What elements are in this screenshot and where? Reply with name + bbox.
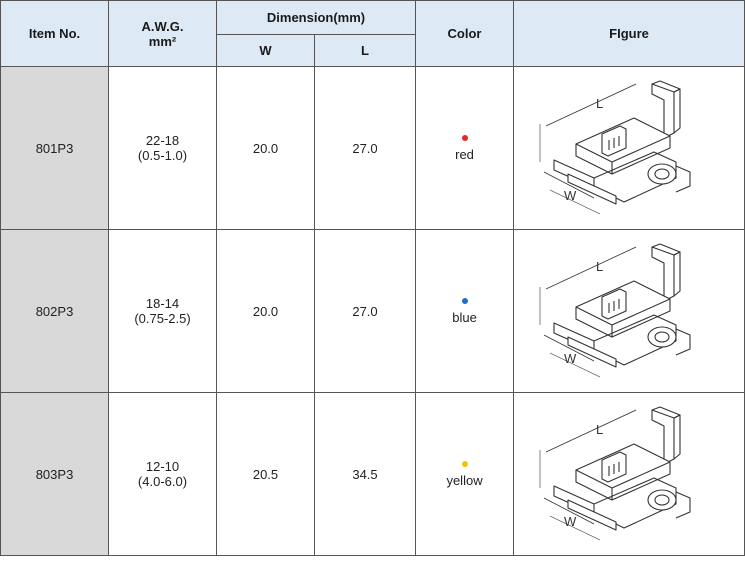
color-dot xyxy=(461,460,468,467)
connector-figure: L W xyxy=(539,243,691,378)
length-label: L xyxy=(596,422,603,437)
header-dimension: Dimension(mm) xyxy=(215,0,417,35)
length-label: L xyxy=(596,259,603,274)
table-row: 802P3 18-14 (0.75-2.5) 20.0 27.0 blue xyxy=(0,229,745,393)
header-awg-line2: mm² xyxy=(148,33,177,49)
w-cell: 20.0 xyxy=(216,66,315,230)
awg-value: 18-14 xyxy=(145,296,180,311)
color-name: blue xyxy=(452,309,477,325)
awg-cell: 12-10 (4.0-6.0) xyxy=(108,392,217,556)
w-cell: 20.0 xyxy=(216,229,315,393)
w-cell: 20.5 xyxy=(216,392,315,556)
mm-value: (0.75-2.5) xyxy=(134,311,191,326)
awg-value: 22-18 xyxy=(145,133,180,148)
header-awg-line1: A.W.G. xyxy=(141,18,184,34)
color-name: yellow xyxy=(446,472,483,488)
w-value: 20.5 xyxy=(252,466,279,482)
header-item-no: Item No. xyxy=(0,0,109,67)
header-w: W xyxy=(216,34,315,67)
w-value: 20.0 xyxy=(252,303,279,319)
color-name: red xyxy=(455,146,474,162)
color-dot xyxy=(461,134,468,141)
awg-cell: 18-14 (0.75-2.5) xyxy=(108,229,217,393)
figure-cell: L W xyxy=(513,66,745,230)
l-value: 34.5 xyxy=(352,466,378,482)
header-figure: FIgure xyxy=(513,0,745,67)
header-l: L xyxy=(313,34,417,67)
table-row: 803P3 12-10 (4.0-6.0) 20.5 34.5 yellow xyxy=(0,392,745,556)
item-no-cell: 801P3 xyxy=(0,66,109,230)
header-color: Color xyxy=(415,0,515,67)
l-cell: 27.0 xyxy=(313,66,417,230)
item-no: 802P3 xyxy=(35,303,74,319)
item-no: 803P3 xyxy=(35,466,74,482)
width-label: W xyxy=(564,351,577,366)
color-dot xyxy=(461,297,468,304)
figure-cell: L W xyxy=(513,229,745,393)
l-value: 27.0 xyxy=(352,140,378,156)
connector-figure: L W xyxy=(539,406,691,541)
figure-cell: L W xyxy=(513,392,745,556)
w-value: 20.0 xyxy=(252,140,279,156)
item-no-cell: 803P3 xyxy=(0,392,109,556)
color-cell: yellow xyxy=(415,392,515,556)
color-cell: red xyxy=(415,66,515,230)
l-cell: 27.0 xyxy=(313,229,417,393)
l-value: 27.0 xyxy=(352,303,378,319)
table-row: 801P3 22-18 (0.5-1.0) 20.0 27.0 red xyxy=(0,66,745,230)
mm-value: (4.0-6.0) xyxy=(137,474,188,489)
awg-cell: 22-18 (0.5-1.0) xyxy=(108,66,217,230)
mm-value: (0.5-1.0) xyxy=(137,148,188,163)
awg-value: 12-10 xyxy=(145,459,180,474)
item-no-cell: 802P3 xyxy=(0,229,109,393)
length-label: L xyxy=(596,96,603,111)
color-cell: blue xyxy=(415,229,515,393)
item-no: 801P3 xyxy=(35,140,74,156)
width-label: W xyxy=(564,514,577,529)
width-label: W xyxy=(564,188,577,203)
l-cell: 34.5 xyxy=(313,392,417,556)
connector-figure: L W xyxy=(539,80,691,215)
header-awg: A.W.G. mm² xyxy=(108,0,217,67)
